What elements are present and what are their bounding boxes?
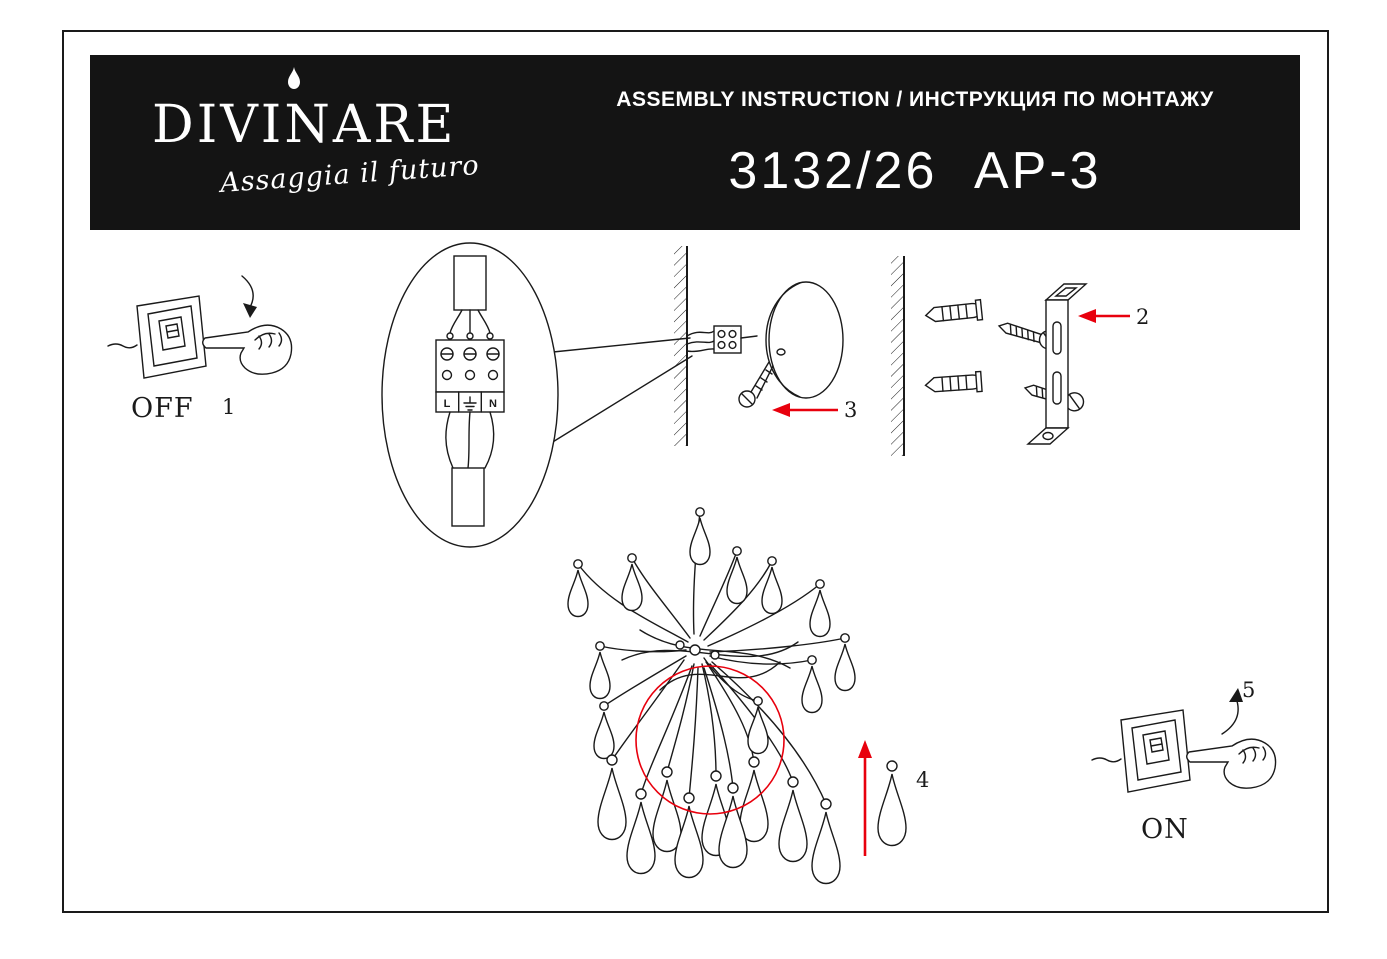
terminal-l-label: L (444, 398, 451, 410)
step3-number: 3 (844, 398, 857, 422)
step1-off-label: OFF (131, 393, 194, 424)
header-bar: DIVINARE Assaggia il futuro ASSEMBLY INS… (90, 55, 1300, 230)
wire-terminal-magnified-view: L N (381, 242, 693, 548)
step5-switch-on-illustration (1091, 688, 1277, 793)
flame-icon (286, 67, 302, 93)
brand-logo: DIVINARE (152, 95, 457, 155)
cable-bottom (451, 467, 485, 527)
rotate-up-arrow-icon (1221, 688, 1243, 735)
model-number: 3132/26 AP-3 (728, 142, 1102, 200)
ceiling-canopy (768, 281, 844, 399)
step4-number: 4 (916, 768, 929, 792)
wall-canopy-mounting-illustration (674, 246, 844, 446)
red-left-arrow-icon (772, 403, 838, 417)
wall-hatching (891, 256, 904, 456)
chandelier-illustration (567, 507, 856, 885)
step1-switch-off-illustration (107, 275, 293, 379)
terminal-n-label: N (489, 398, 497, 410)
step2-number: 2 (1136, 305, 1149, 329)
cable-top (453, 255, 487, 311)
step5-on-label: ON (1141, 814, 1189, 845)
canopy-screw (738, 361, 774, 408)
step1-number: 1 (222, 395, 235, 419)
bracket-screws-anchors-illustration (891, 256, 1130, 456)
glass-drop-part (877, 760, 907, 847)
red-left-arrow-icon (1078, 309, 1130, 323)
mini-terminal-block (713, 325, 742, 354)
step4-pendant-drop-illustration (858, 740, 907, 856)
highlight-circle (635, 665, 785, 815)
wall-hatching (674, 246, 687, 446)
rotate-down-arrow-icon (241, 275, 257, 318)
assembly-instruction-title: ASSEMBLY INSTRUCTION / ИНСТРУКЦИЯ ПО МОН… (616, 88, 1214, 111)
wall-plug (924, 370, 983, 397)
step5-number: 5 (1242, 678, 1255, 702)
red-up-arrow-icon (858, 740, 872, 856)
wall-plug (924, 298, 984, 327)
mounting-bracket (1026, 283, 1088, 445)
earth-ground-symbol (463, 396, 477, 411)
